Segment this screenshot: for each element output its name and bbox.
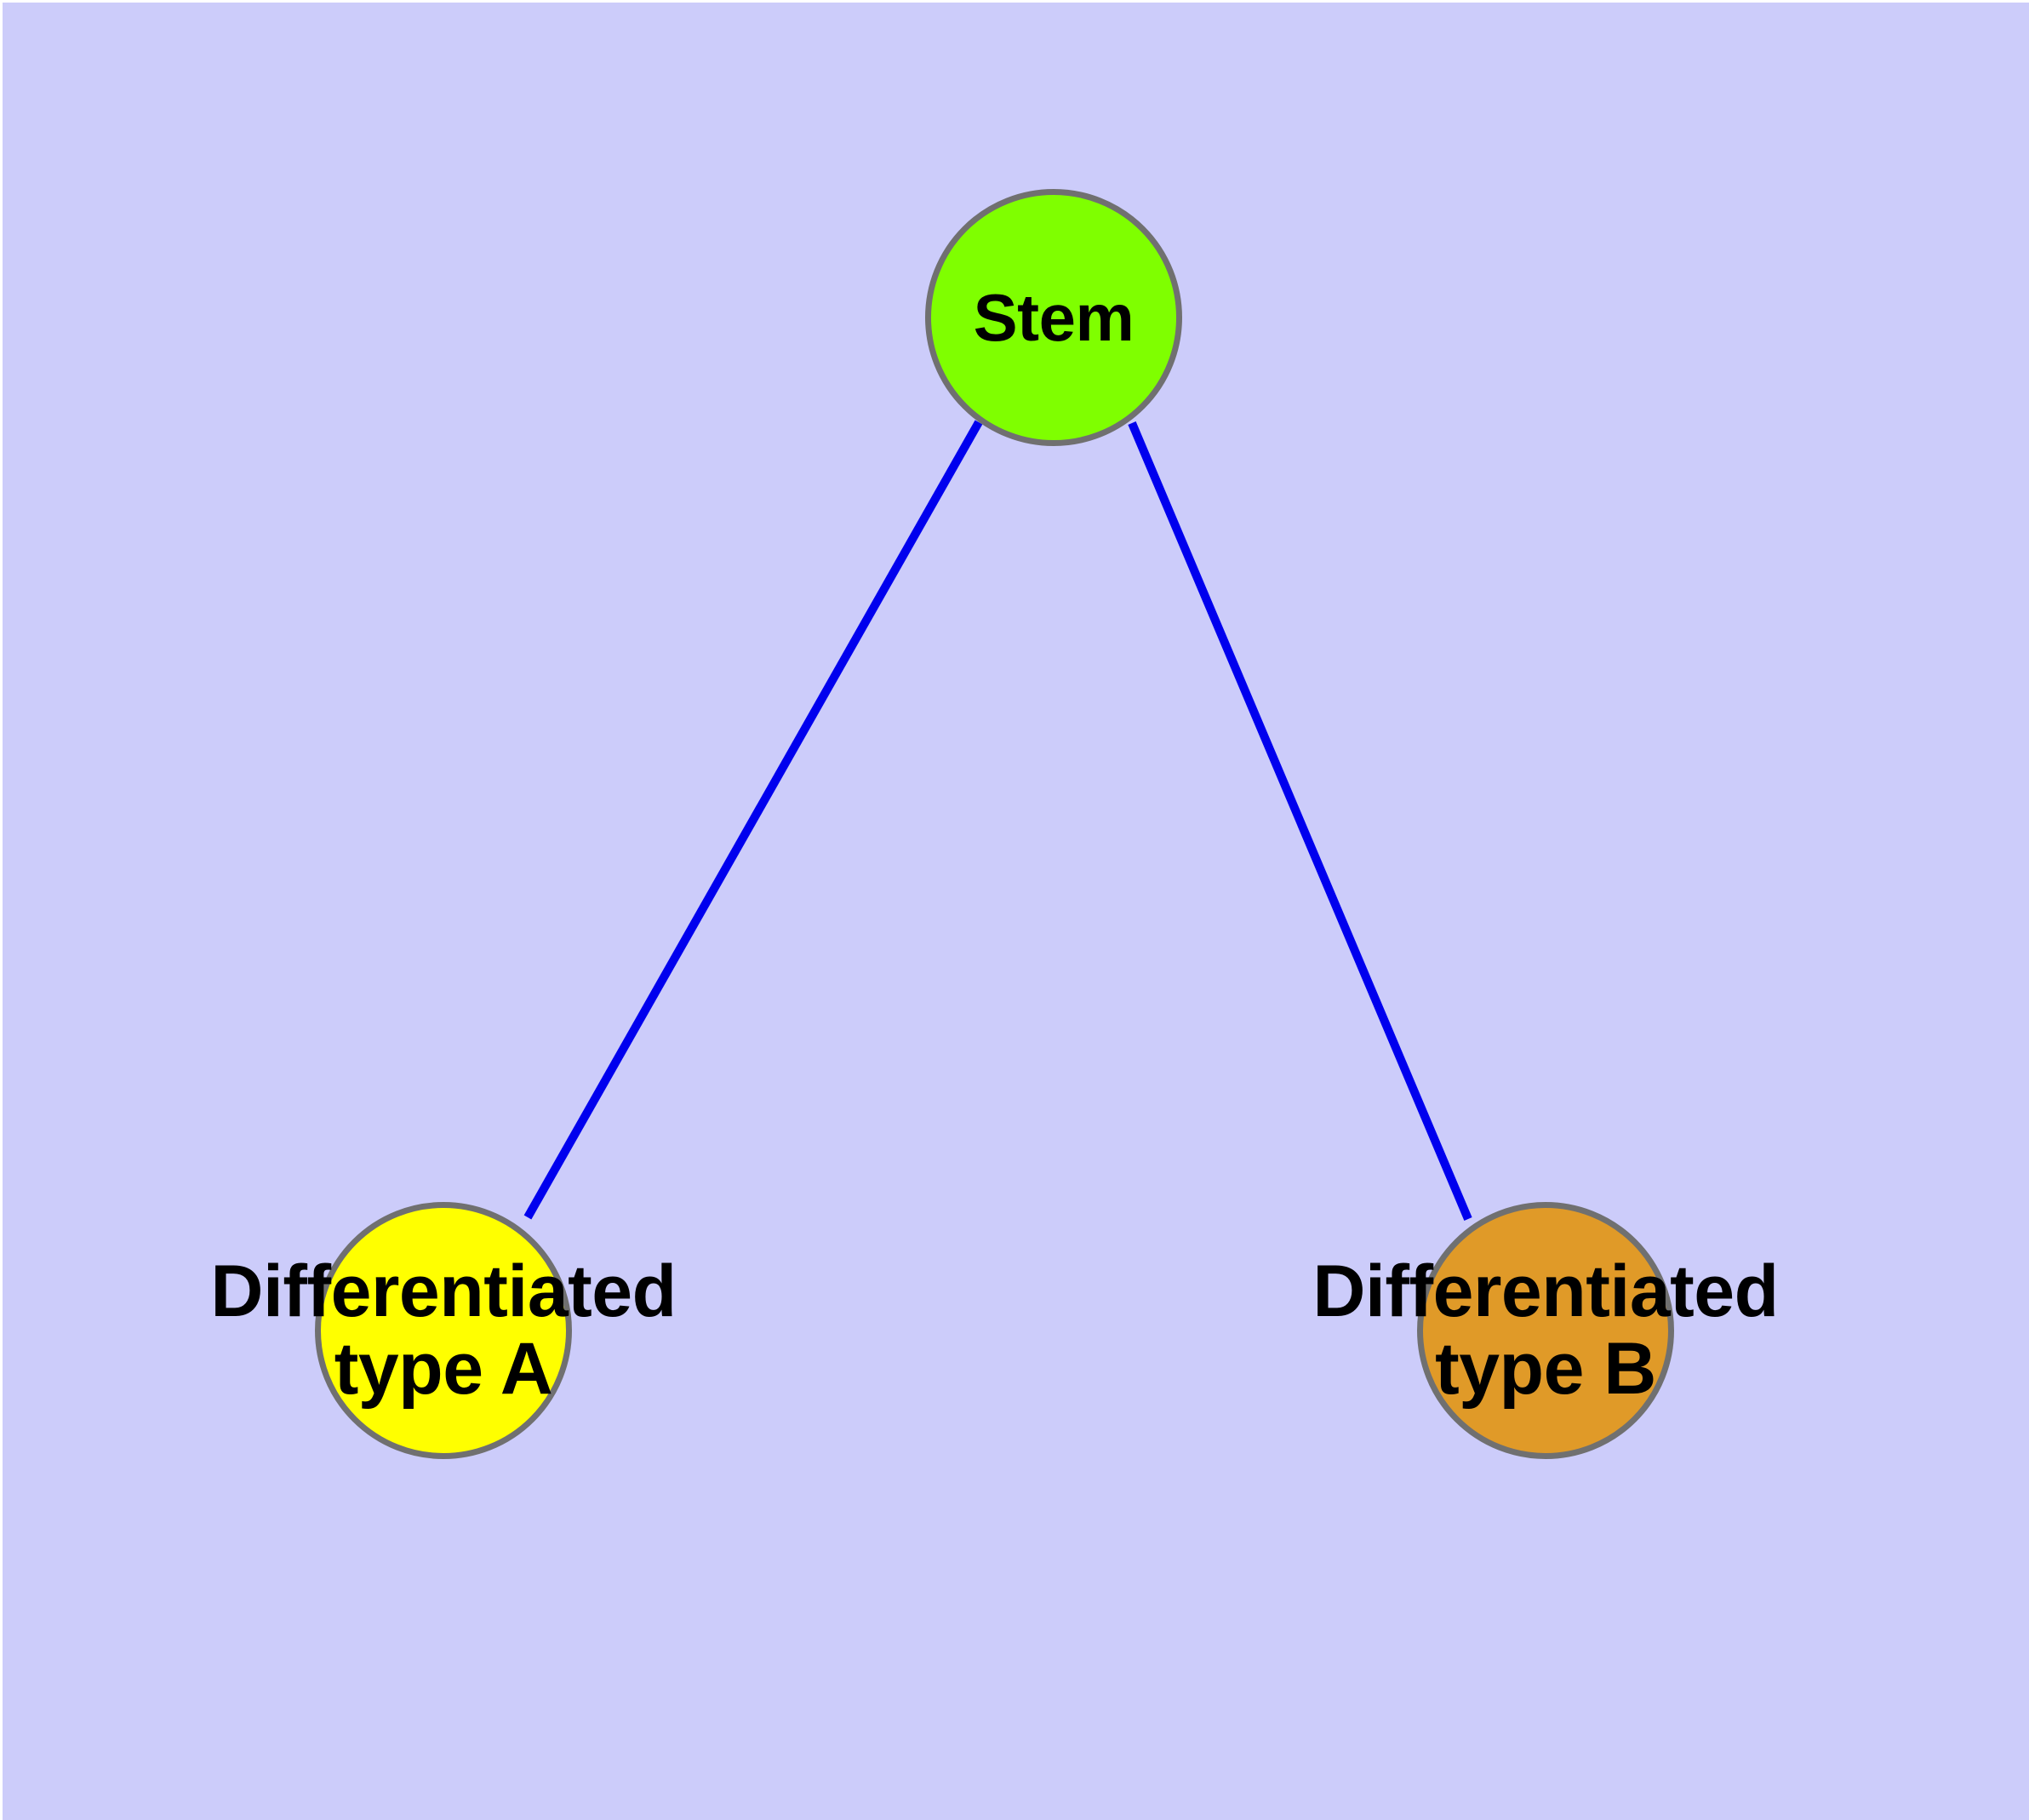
edge-stem-to-differentiated-type-b	[1128, 421, 1472, 1221]
graph-node-differentiated-type-b[interactable]: Differentiated type B	[1312, 1202, 1779, 1459]
node-circle-differentiated-type-a[interactable]	[315, 1202, 572, 1459]
node-circle-differentiated-type-b[interactable]	[1417, 1202, 1674, 1459]
graph-node-differentiated-type-a[interactable]: Differentiated type A	[210, 1202, 677, 1459]
node-circle-stem[interactable]	[925, 189, 1182, 446]
graph-node-stem[interactable]: Stem	[925, 189, 1182, 446]
edge-stem-to-differentiated-type-a	[523, 420, 983, 1220]
